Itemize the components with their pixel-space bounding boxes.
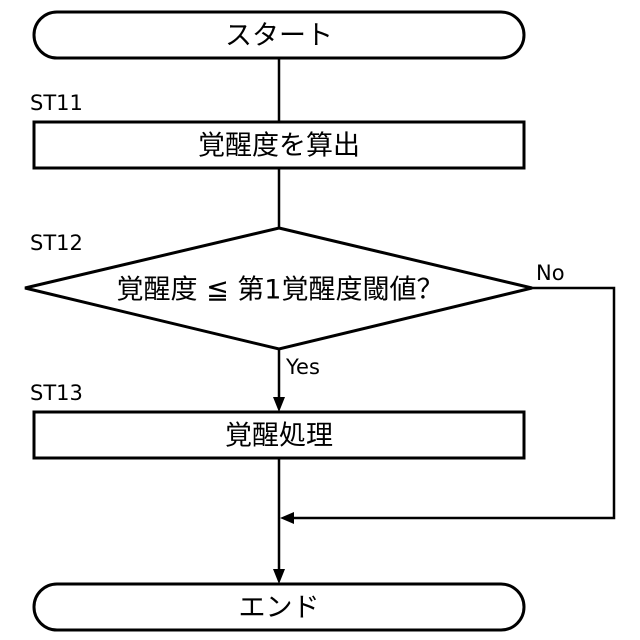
step-id-st13: ST13 <box>30 381 83 405</box>
step-id-st11: ST11 <box>30 91 83 115</box>
start-label: スタート <box>225 21 333 52</box>
arrowhead-to-end <box>273 569 285 584</box>
branch-no-label: No <box>536 261 565 285</box>
end-label: エンド <box>239 593 320 624</box>
arrowhead-yes-branch <box>273 397 285 412</box>
step-id-st12: ST12 <box>30 231 83 255</box>
decision-label-st12: 覚醒度 ≦ 第1覚醒度閾値？ <box>117 275 444 306</box>
process-label-st13: 覚醒処理 <box>225 421 333 452</box>
arrowhead-no-branch <box>280 512 294 524</box>
process-label-st11: 覚醒度を算出 <box>198 131 360 162</box>
branch-yes-label: Yes <box>285 355 320 379</box>
